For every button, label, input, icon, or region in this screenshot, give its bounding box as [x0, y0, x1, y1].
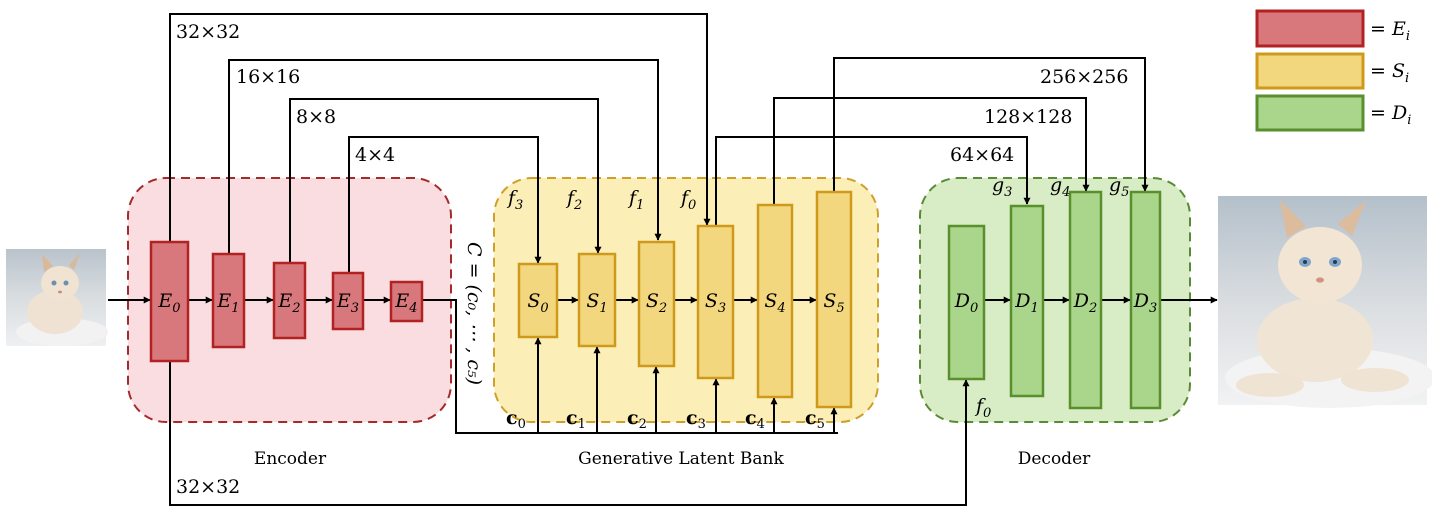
encoder-block-e0 — [149, 240, 190, 363]
label-s1: S1 — [586, 290, 607, 316]
input-cat-image — [6, 249, 108, 346]
encoder-block-e2 — [272, 261, 307, 340]
label-g4: g4 — [1050, 174, 1070, 200]
label-d0: D0 — [954, 290, 979, 316]
legend-swatch-encoder — [1255, 9, 1365, 48]
label-c1: c1 — [566, 407, 586, 432]
bank-block-s5 — [815, 190, 853, 409]
bank-block-s1 — [577, 252, 617, 348]
bank-blocks — [517, 190, 853, 409]
label-s0: S0 — [527, 290, 548, 316]
legend-label-decoder: = Di — [1370, 102, 1411, 128]
decoder-block-d2 — [1068, 190, 1103, 410]
label-e4: E4 — [394, 290, 417, 316]
label-f2: f2 — [565, 187, 582, 213]
decoder-blocks — [947, 190, 1162, 410]
label-s3: S3 — [705, 290, 726, 316]
label-f1: f1 — [627, 187, 644, 213]
label-s5: S5 — [823, 290, 844, 316]
decoder-block-d3 — [1129, 190, 1162, 410]
label-c0: c0 — [506, 407, 526, 432]
size-label-128: 128×128 — [984, 106, 1072, 128]
size-label-16: 16×16 — [236, 66, 300, 88]
label-d3: D3 — [1133, 290, 1158, 316]
bottom-skip-connection — [169, 361, 970, 506]
label-c3: c3 — [686, 407, 706, 432]
label-e0: E0 — [157, 290, 180, 316]
output-cat-image — [1218, 196, 1432, 408]
bank-block-s0 — [517, 262, 559, 339]
label-g3: g3 — [992, 174, 1012, 200]
encoder-block-e1 — [211, 252, 246, 349]
decoder-title: Decoder — [1018, 449, 1091, 469]
label-f3: f3 — [506, 187, 523, 213]
encoder-blocks — [149, 240, 424, 363]
label-e2: E2 — [277, 290, 300, 316]
label-c4: c4 — [745, 407, 765, 432]
label-s4: S4 — [764, 290, 785, 316]
legend-label-encoder: = Ei — [1370, 18, 1410, 44]
label-e1: E1 — [216, 290, 239, 316]
legend-swatch-decoder — [1255, 94, 1365, 132]
label-c5: c5 — [805, 407, 825, 432]
label-s2: S2 — [646, 290, 667, 316]
size-label-64: 64×64 — [950, 144, 1014, 166]
size-label-32-top: 32×32 — [176, 21, 240, 43]
size-label-256: 256×256 — [1040, 66, 1128, 88]
bank-title: Generative Latent Bank — [578, 449, 784, 469]
size-label-32-bottom: 32×32 — [176, 476, 240, 498]
encoder-block-e4 — [389, 280, 424, 323]
encoder-block-e3 — [331, 271, 365, 331]
latent-code-bus — [423, 299, 838, 434]
legend-swatch-bank — [1255, 52, 1365, 90]
bank-block-s3 — [696, 224, 735, 380]
label-c2: c2 — [627, 407, 647, 432]
bank-block-s2 — [637, 240, 676, 368]
label-g5: g5 — [1109, 174, 1129, 200]
legend-label-bank: = Si — [1370, 60, 1409, 86]
label-decoder-f0: f0 — [974, 395, 991, 421]
bank-block-s4 — [756, 203, 794, 399]
legend: = Ei = Si = Di — [1255, 9, 1411, 132]
label-d1: D1 — [1014, 290, 1039, 316]
encoder-title: Encoder — [254, 449, 327, 469]
latent-code-label: C = (c₀, ⋯ , c₅) — [463, 242, 485, 385]
label-d2: D2 — [1073, 290, 1098, 316]
size-label-8: 8×8 — [296, 106, 336, 128]
skip-connections — [169, 13, 1149, 272]
size-label-4: 4×4 — [355, 144, 395, 166]
decoder-block-d1 — [1009, 204, 1045, 398]
decoder-block-d0 — [947, 224, 986, 381]
label-e3: E3 — [336, 290, 359, 316]
label-f0: f0 — [679, 187, 696, 213]
